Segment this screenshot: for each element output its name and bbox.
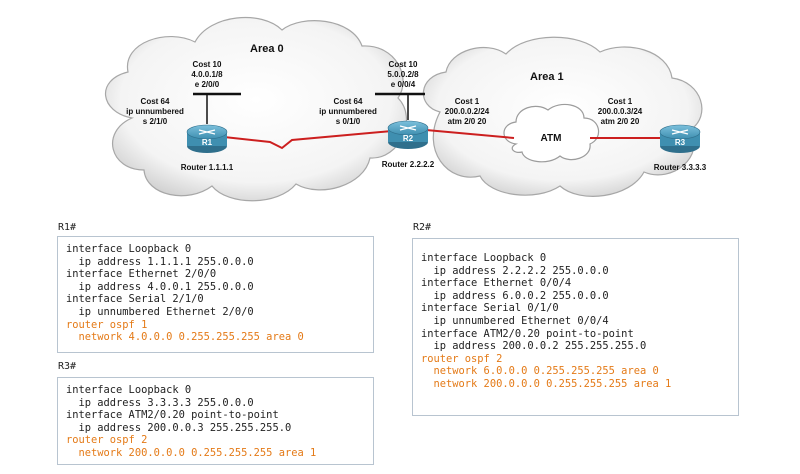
interface-cost: Cost 1 (455, 97, 480, 106)
r2-config-title: R2# (413, 222, 432, 233)
config-line: ip unnumbered Ethernet 2/0/0 (66, 305, 254, 318)
interface-label-r2-atm: Cost 1 200.0.0.2/24 atm 2/0 20 (445, 97, 490, 126)
interface-port: atm 2/0 20 (601, 117, 640, 126)
interface-cost: Cost 10 (389, 60, 418, 69)
interface-cost: Cost 10 (193, 60, 222, 69)
ospf-config-line: network 6.0.0.0 0.255.255.255 area 0 (421, 365, 659, 378)
interface-port: s 2/1/0 (143, 117, 168, 126)
config-line: ip address 2.2.2.2 255.0.0.0 (421, 264, 609, 277)
interface-label-r1-ethernet: Cost 10 4.0.0.1/8 e 2/0/0 (191, 60, 223, 89)
config-line: interface Loopback 0 (421, 252, 547, 264)
router-r1-name: Router 1.1.1.1 (181, 163, 234, 172)
config-line: interface Ethernet 2/0/0 (66, 268, 217, 281)
config-line: interface ATM2/0.20 point-to-point (421, 327, 634, 340)
router-r2-icon-text: R2 (403, 134, 414, 143)
network-topology-diagram: ATM Area 0 Area 1 R1 Router 1.1.1.1 R (105, 17, 707, 202)
interface-address: ip unnumbered (126, 107, 184, 116)
links (193, 92, 660, 150)
r3-config-title: R3# (58, 361, 77, 372)
r2-config-box: interface Loopback 0 ip address 2.2.2.2 … (412, 238, 739, 416)
interface-address: 5.0.0.2/8 (387, 70, 419, 79)
interface-cost: Cost 64 (141, 97, 170, 106)
config-line: interface Loopback 0 (66, 243, 192, 255)
config-line: interface ATM2/0.20 point-to-point (66, 409, 279, 422)
ospf-config-line: router ospf 1 (66, 318, 148, 331)
router-r3: R3 Router 3.3.3.3 (654, 124, 707, 172)
config-line: interface Loopback 0 (66, 384, 192, 396)
config-line: ip address 4.0.0.1 255.0.0.0 (66, 280, 254, 293)
config-line: interface Ethernet 0/0/4 (421, 277, 572, 290)
config-line: interface Serial 0/1/0 (421, 302, 559, 315)
router-icon (387, 120, 429, 149)
router-r3-icon-text: R3 (675, 138, 686, 147)
config-line: ip unnumbered Ethernet 0/0/4 (421, 314, 609, 327)
interface-label-r3-atm: Cost 1 200.0.0.3/24 atm 2/0 20 (598, 97, 643, 126)
config-line: ip address 6.0.0.2 255.0.0.0 (421, 289, 609, 302)
config-line: ip address 3.3.3.3 255.0.0.0 (66, 396, 254, 409)
router-r2: R2 Router 2.2.2.2 (382, 120, 435, 169)
area-0-label: Area 0 (250, 43, 284, 55)
ospf-config-line: router ospf 2 (421, 352, 503, 365)
config-line: ip address 1.1.1.1 255.0.0.0 (66, 255, 254, 268)
router-r1-icon-text: R1 (202, 138, 213, 147)
interface-port: e 0/0/4 (391, 80, 416, 89)
area-1-label: Area 1 (530, 71, 564, 83)
ospf-config-line: router ospf 2 (66, 434, 148, 447)
interface-port: s 0/1/0 (336, 117, 361, 126)
ospf-config-line: network 200.0.0.0 0.255.255.255 area 1 (66, 446, 317, 459)
interface-port: e 2/0/0 (195, 80, 220, 89)
router-icon (659, 124, 701, 153)
router-r2-name: Router 2.2.2.2 (382, 160, 435, 169)
router-r3-name: Router 3.3.3.3 (654, 163, 707, 172)
interface-address: 200.0.0.3/24 (598, 107, 643, 116)
r3-config-box: interface Loopback 0 ip address 3.3.3.3 … (57, 377, 374, 465)
interface-label-r2-ethernet: Cost 10 5.0.0.2/8 e 0/0/4 (387, 60, 419, 89)
interface-port: atm 2/0 20 (448, 117, 487, 126)
atm-link-r2-cloud (425, 129, 515, 139)
config-line: interface Serial 2/1/0 (66, 293, 204, 306)
r1-config-box: interface Loopback 0 ip address 1.1.1.1 … (57, 236, 374, 353)
config-line: ip address 200.0.0.2 255.255.255.0 (421, 340, 647, 353)
r1-config-title: R1# (58, 222, 77, 233)
router-r1: R1 Router 1.1.1.1 (181, 124, 234, 172)
serial-link-r1-r2 (223, 130, 393, 150)
interface-cost: Cost 64 (334, 97, 363, 106)
atm-cloud: ATM (503, 103, 600, 163)
interface-label-r1-serial: Cost 64 ip unnumbered s 2/1/0 (126, 97, 184, 126)
ospf-config-line: network 200.0.0.0 0.255.255.255 area 1 (421, 377, 672, 390)
interface-address: ip unnumbered (319, 107, 377, 116)
router-icon (186, 124, 228, 153)
interface-address: 4.0.0.1/8 (191, 70, 223, 79)
area-0-cloud (105, 17, 408, 202)
interface-address: 200.0.0.2/24 (445, 107, 490, 116)
atm-cloud-label: ATM (541, 133, 562, 144)
interface-label-r2-serial: Cost 64 ip unnumbered s 0/1/0 (319, 97, 377, 126)
interface-cost: Cost 1 (608, 97, 633, 106)
ospf-config-line: network 4.0.0.0 0.255.255.255 area 0 (66, 331, 304, 344)
config-line: ip address 200.0.0.3 255.255.255.0 (66, 421, 292, 434)
